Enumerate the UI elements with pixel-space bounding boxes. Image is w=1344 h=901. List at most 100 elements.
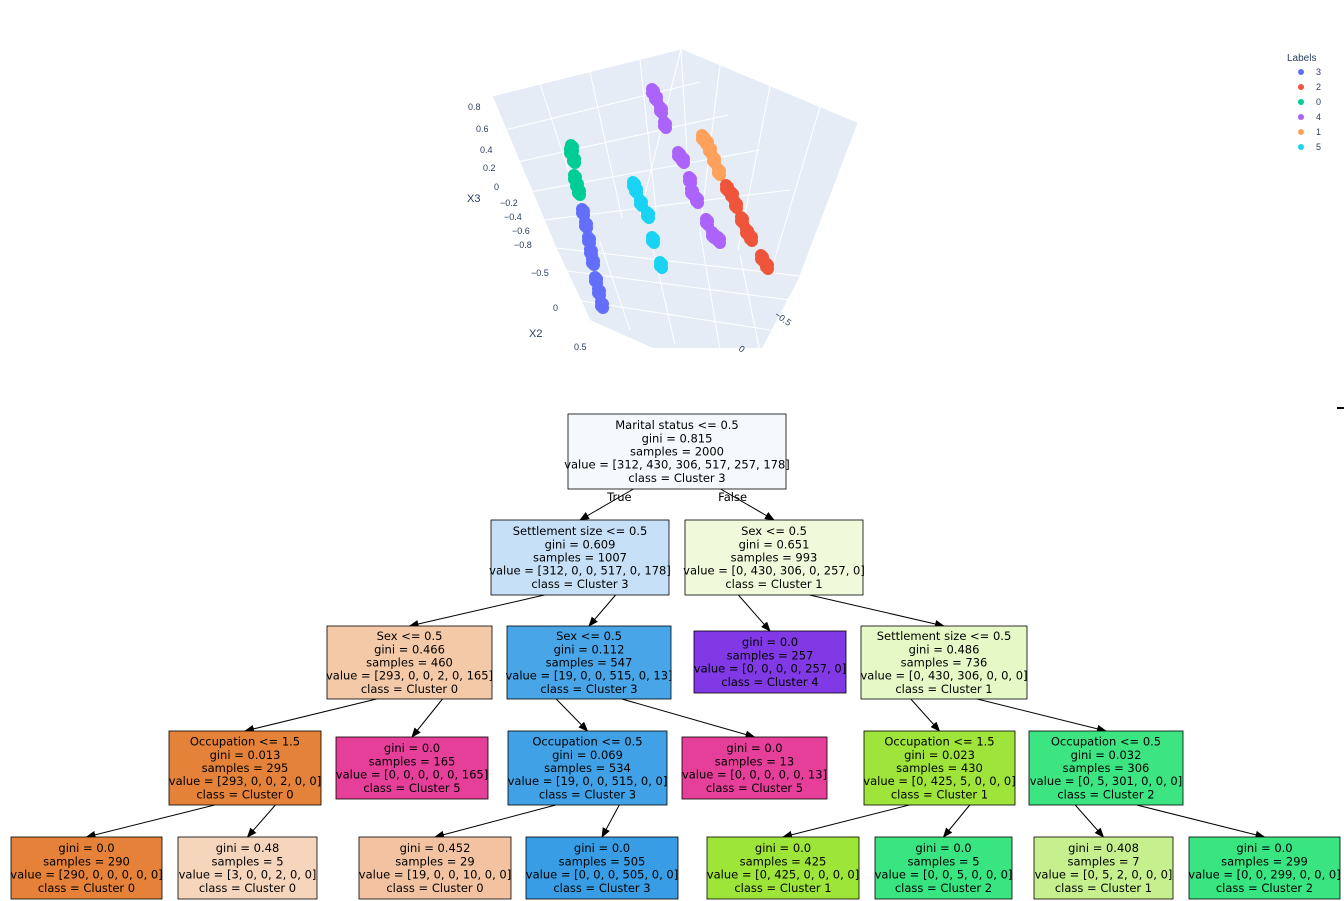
tree-node-text: samples = 5 bbox=[211, 854, 283, 868]
scatter-point-cluster-4 bbox=[678, 157, 690, 169]
tree-edge bbox=[809, 594, 945, 628]
tree-edge bbox=[555, 698, 589, 732]
tree-node-text: class = Cluster 3 bbox=[531, 577, 628, 591]
tree-node-text: Settlement size <= 0.5 bbox=[513, 524, 648, 538]
tree-node-text: samples = 290 bbox=[43, 854, 130, 868]
scatter-point-cluster-4 bbox=[660, 122, 672, 134]
tree-node-box bbox=[326, 625, 493, 700]
scatter-points bbox=[564, 83, 774, 314]
grid-line bbox=[699, 231, 721, 348]
tree-edge bbox=[246, 804, 276, 838]
tree-node-text: class = Cluster 0 bbox=[361, 682, 458, 696]
x2-tick-label: −0.5 bbox=[531, 268, 549, 278]
tree-edge bbox=[910, 698, 941, 732]
x1-tick-label: 0 bbox=[737, 343, 747, 354]
tree-node-text: gini = 0.815 bbox=[642, 431, 713, 445]
tree-node-box bbox=[684, 519, 864, 596]
legend-marker bbox=[1298, 129, 1304, 135]
tree-node-box bbox=[358, 836, 512, 900]
scatter-point-cluster-4 bbox=[692, 197, 704, 209]
legend-item-3[interactable]: 3 bbox=[1298, 67, 1321, 77]
tree-node-text: class = Cluster 2 bbox=[1057, 787, 1154, 801]
scatter-point-cluster-3 bbox=[581, 222, 593, 234]
tree-node-text: value = [312, 0, 0, 517, 0, 178] bbox=[489, 564, 671, 578]
tree-node-box bbox=[177, 836, 318, 900]
tree-edge bbox=[579, 488, 634, 521]
tree-node-text: value = [0, 0, 299, 0, 0, 0] bbox=[1188, 868, 1340, 882]
x3-tick-label: 0.4 bbox=[480, 145, 493, 155]
scatter-point-cluster-5 bbox=[656, 262, 668, 274]
legend-label: 5 bbox=[1316, 142, 1321, 152]
tree-node-text: value = [0, 0, 0, 0, 257, 0] bbox=[694, 662, 846, 676]
x2-tick-label: 0.5 bbox=[574, 342, 587, 352]
x3-tick-label: 0.8 bbox=[468, 102, 481, 112]
tree-edge bbox=[621, 698, 756, 739]
tree-edge bbox=[942, 804, 971, 838]
tree-node-text: Sex <= 0.5 bbox=[377, 629, 443, 643]
legend-item-4[interactable]: 4 bbox=[1298, 112, 1321, 122]
tree-node-text: value = [0, 430, 306, 0, 0, 0] bbox=[860, 669, 1027, 683]
tree-edge bbox=[434, 804, 556, 839]
tree-node-text: gini = 0.032 bbox=[1071, 748, 1142, 762]
tree-node-text: samples = 299 bbox=[1221, 854, 1308, 868]
x3-tick-label: 0 bbox=[494, 182, 499, 192]
tree-node-text: class = Cluster 1 bbox=[1055, 881, 1152, 895]
tree-node-text: class = Cluster 0 bbox=[196, 787, 293, 801]
tree-node-text: value = [293, 0, 0, 2, 0, 165] bbox=[326, 669, 493, 683]
tree-node-text: samples = 13 bbox=[715, 754, 794, 768]
tree-node-text: Sex <= 0.5 bbox=[741, 524, 807, 538]
scatter-3d-plot[interactable]: 0.80.60.40.20−0.2−0.4−0.6−0.8X3−0.500.5X… bbox=[0, 0, 1344, 360]
tree-node-box bbox=[863, 730, 1016, 806]
legend-marker bbox=[1298, 69, 1304, 75]
legend-label: 0 bbox=[1316, 97, 1321, 107]
legend-marker bbox=[1298, 84, 1304, 90]
grid-line bbox=[799, 122, 859, 277]
tree-node-text: gini = 0.0 bbox=[755, 841, 811, 855]
tree-node-text: samples = 257 bbox=[727, 648, 814, 662]
tree-node-text: samples = 1007 bbox=[533, 551, 627, 565]
grid-line bbox=[649, 235, 676, 346]
tree-node-text: value = [0, 0, 0, 505, 0, 0] bbox=[526, 868, 678, 882]
tree-node-text: samples = 460 bbox=[366, 656, 453, 670]
legend-marker bbox=[1298, 99, 1304, 105]
tree-node-text: samples = 5 bbox=[907, 854, 979, 868]
scatter-point-cluster-2 bbox=[762, 263, 774, 275]
scene[interactable] bbox=[491, 48, 859, 360]
tree-node-text: gini = 0.0 bbox=[915, 841, 971, 855]
tree-node-text: value = [19, 0, 0, 515, 0, 0] bbox=[508, 774, 668, 788]
tree-node-text: value = [0, 0, 0, 0, 0, 13] bbox=[682, 768, 827, 782]
tree-node-text: value = [0, 0, 5, 0, 0, 0] bbox=[875, 868, 1013, 882]
tree-node-text: class = Cluster 1 bbox=[895, 682, 992, 696]
tree-edge bbox=[601, 804, 620, 838]
tree-node-box bbox=[681, 736, 828, 800]
scatter-point-cluster-0 bbox=[570, 175, 582, 187]
grid-line bbox=[589, 71, 623, 219]
legend-label: 4 bbox=[1316, 112, 1321, 122]
legend-item-5[interactable]: 5 bbox=[1298, 142, 1321, 152]
scene-axis-labels: 0.80.60.40.20−0.2−0.4−0.6−0.8X3−0.500.5X… bbox=[467, 102, 793, 355]
legend-marker bbox=[1298, 114, 1304, 120]
legend-title: Labels bbox=[1287, 53, 1316, 64]
legend-item-2[interactable]: 2 bbox=[1298, 82, 1321, 92]
legend[interactable]: Labels 3 2 0 4 1 5 bbox=[1287, 53, 1321, 152]
edge-label-true: True bbox=[606, 490, 631, 504]
legend-item-1[interactable]: 1 bbox=[1298, 127, 1321, 137]
tree-node-text: gini = 0.023 bbox=[904, 748, 975, 762]
tree-node-box bbox=[1028, 730, 1184, 806]
legend-item-0[interactable]: 0 bbox=[1298, 97, 1321, 107]
scatter-point-cluster-3 bbox=[597, 302, 609, 314]
grid-line bbox=[599, 241, 631, 331]
scatter-point-cluster-1 bbox=[714, 169, 726, 181]
tree-node-text: gini = 0.0 bbox=[384, 741, 440, 755]
tree-node-text: value = [312, 430, 306, 517, 257, 178] bbox=[564, 458, 790, 472]
